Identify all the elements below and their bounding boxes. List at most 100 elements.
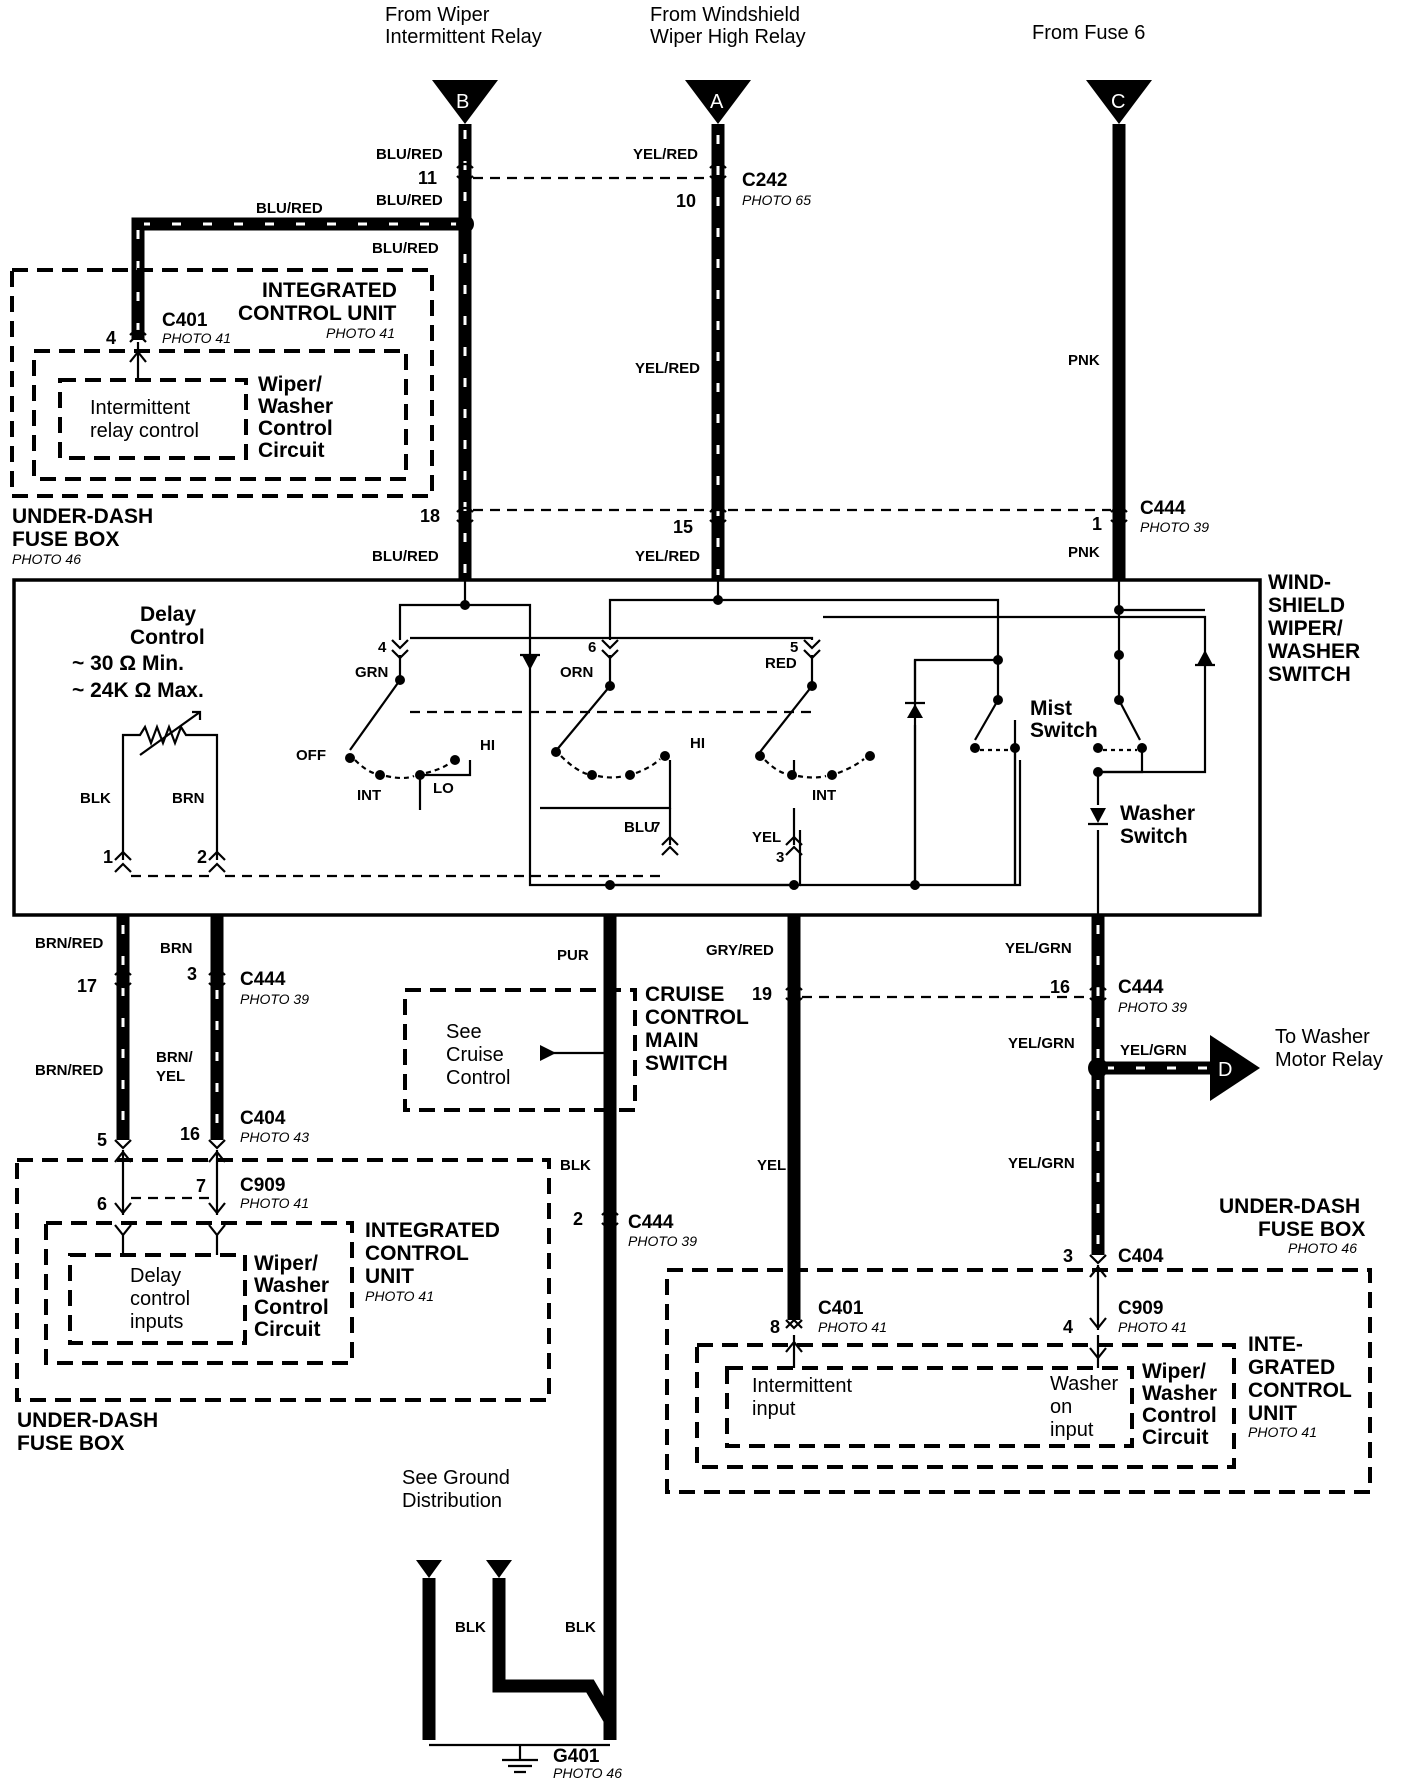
cruise-title: CRUISE — [645, 983, 724, 1006]
pin-number: 2 — [197, 847, 207, 867]
connector-label: C401 — [818, 1298, 864, 1319]
svg-text:A: A — [710, 91, 724, 113]
fuse-box-label: UNDER-DASH — [12, 505, 153, 528]
pin-number: 11 — [418, 168, 437, 188]
washer-input-text: Washer — [1050, 1373, 1119, 1395]
wire-label: BLU/RED — [372, 240, 439, 257]
mist-switch-label: Switch — [1030, 719, 1098, 742]
c909-arrow — [114, 1150, 132, 1215]
icu-title: INTEGRATED — [262, 279, 397, 302]
wire-label: BLU/RED — [376, 146, 443, 163]
integrated-control-unit-top — [10, 268, 434, 498]
photo-ref: PHOTO 65 — [742, 192, 811, 208]
switch-title: SHIELD — [1268, 594, 1345, 617]
wire-label: YEL — [757, 1157, 786, 1174]
switch-pivot — [807, 681, 817, 691]
icu-title: CONTROL — [365, 1242, 469, 1265]
pin-number: 6 — [97, 1194, 107, 1214]
intermittent-relay-text: Intermittent — [90, 397, 190, 419]
wiper-washer-control-circuit-right — [695, 1343, 1236, 1469]
connector-label: G401 — [553, 1746, 600, 1767]
c404-terminal — [1089, 1254, 1107, 1265]
intermittent-relay-control-box — [58, 378, 248, 460]
cruise-note: See — [446, 1021, 482, 1043]
splice-dot — [789, 880, 799, 890]
switch-internal-wiring — [398, 580, 1207, 915]
intermittent-input-text: input — [752, 1398, 796, 1420]
ground-triangle — [486, 1560, 512, 1578]
switch-position-label: INT — [357, 787, 381, 804]
pin-number: 3 — [187, 964, 197, 984]
wiper-circuit-text: Control — [254, 1296, 329, 1319]
wire-label: BLU/RED — [372, 548, 439, 565]
svg-text:C: C — [1111, 91, 1125, 113]
pin-number: 3 — [1063, 1246, 1073, 1266]
pin-number: 17 — [77, 976, 97, 996]
c444-terminal — [601, 1209, 619, 1229]
source-c-text: From Fuse 6 — [1032, 22, 1145, 44]
wiper-circuit-text: Control — [258, 417, 333, 440]
wire-label: PNK — [1068, 544, 1100, 561]
delay-inputs-text: control — [130, 1288, 190, 1310]
diode-icon — [520, 653, 540, 670]
wiper-washer-control-circuit-top — [32, 349, 408, 481]
photo-ref: PHOTO 39 — [1118, 999, 1187, 1015]
delay-max-label: ~ 24K Ω Max. — [72, 679, 204, 702]
wiper-circuit-text: Wiper/ — [1142, 1360, 1206, 1383]
c242-terminal — [709, 162, 727, 182]
switch-position-label: HI — [690, 735, 705, 752]
c401-terminal — [785, 1318, 803, 1330]
wiper-washer-control-circuit-left — [44, 1221, 354, 1365]
switch-title: WIPER/ — [1268, 617, 1343, 640]
wire-label: BRN/RED — [35, 935, 104, 952]
cruise-title: MAIN — [645, 1029, 699, 1052]
ground-note: See Ground — [402, 1467, 510, 1489]
wiper-circuit-text: Washer — [1142, 1382, 1217, 1405]
splice-dot — [605, 880, 615, 890]
connector-label: C401 — [162, 310, 208, 331]
washer-switch — [1093, 650, 1147, 774]
wire-label: BLU/RED — [376, 192, 443, 209]
wiper-circuit-text: Wiper/ — [254, 1252, 318, 1275]
c909-arrow — [1089, 1265, 1107, 1330]
pin-number: 16 — [1050, 977, 1070, 997]
wire-label: BLK — [80, 790, 111, 807]
wire-label: BLU/RED — [256, 200, 323, 217]
source-a-text: Wiper High Relay — [650, 26, 806, 48]
wire-label: YEL — [156, 1068, 185, 1085]
connector-label: C909 — [240, 1175, 285, 1196]
washer-input-arrow — [1089, 1335, 1107, 1368]
pin-number: 8 — [770, 1317, 780, 1337]
c404-terminal — [114, 1139, 226, 1150]
wire-label: PNK — [1068, 352, 1100, 369]
diode-icon — [1088, 808, 1108, 826]
wiper-circuit-text: Washer — [258, 395, 333, 418]
pin-number: 2 — [573, 1209, 583, 1229]
wiper-circuit-text: Circuit — [254, 1318, 321, 1341]
wiper-circuit-text: Control — [1142, 1404, 1217, 1427]
photo-ref: PHOTO 39 — [240, 991, 309, 1007]
photo-ref: PHOTO 41 — [1248, 1424, 1317, 1440]
icu-title: UNIT — [365, 1265, 414, 1288]
c444-terminal — [456, 506, 474, 526]
pin-number: 1 — [1092, 514, 1102, 534]
c444-terminal — [1110, 506, 1128, 526]
switch-title: WIND- — [1268, 571, 1331, 594]
wiper-switch-contacts — [345, 747, 875, 780]
delay-min-label: ~ 30 Ω Min. — [72, 652, 184, 675]
switch-pivot — [395, 675, 405, 685]
c401-terminal — [129, 329, 147, 343]
pin-number: 10 — [676, 191, 696, 211]
pin-number: 19 — [752, 984, 772, 1004]
wire-label: YEL/RED — [635, 360, 700, 377]
variable-resistor — [121, 710, 219, 860]
delay-input-terminal — [114, 1224, 226, 1255]
wire-label: ORN — [560, 664, 593, 681]
wire-label: YEL — [752, 829, 781, 846]
pin-number: 6 — [588, 639, 596, 656]
wire-label: YEL/RED — [633, 146, 698, 163]
photo-ref: PHOTO 41 — [326, 325, 395, 341]
cruise-title: CONTROL — [645, 1006, 749, 1029]
pin-number: 15 — [673, 517, 693, 537]
